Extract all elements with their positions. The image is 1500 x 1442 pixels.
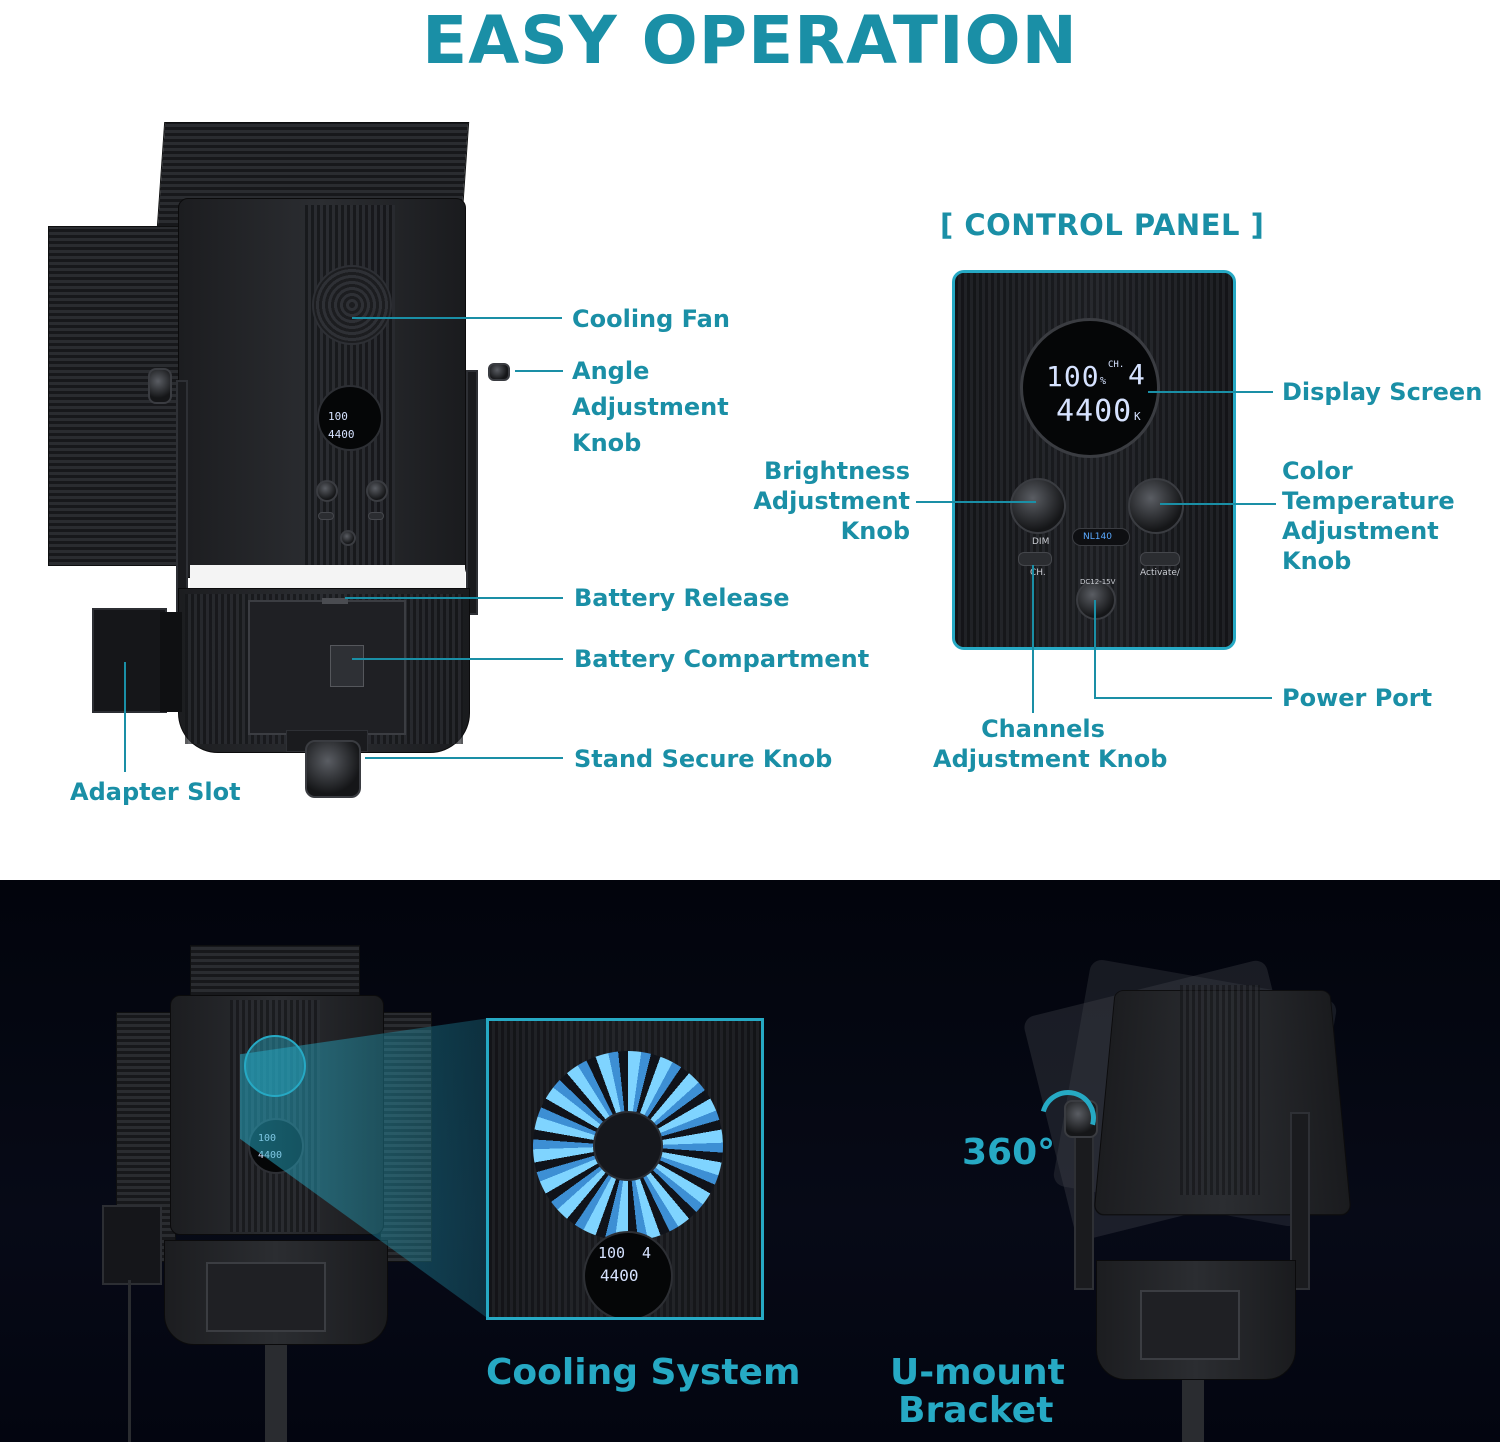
display-ch-label: CH.: [1108, 360, 1125, 370]
model-name: NL140: [1083, 532, 1112, 542]
small-color-temp-knob[interactable]: [366, 480, 388, 502]
color-temp-label-line3: Adjustment: [1282, 517, 1439, 545]
battery-release-leader: [345, 597, 563, 599]
adapter-slot-leader: [124, 662, 126, 772]
ch-button-label: CH.: [1030, 568, 1046, 578]
zoom-display-brightness: 100: [598, 1244, 626, 1262]
power-cable: [128, 1280, 131, 1442]
channels-label-line2: Adjustment Knob: [933, 745, 1168, 773]
page-title: EASY OPERATION: [422, 2, 1078, 79]
bottom-stand-pole: [265, 1345, 287, 1442]
small-brightness-knob[interactable]: [316, 480, 338, 502]
small-activate-button[interactable]: [368, 512, 384, 520]
u-mount-right-arm: [1290, 1112, 1310, 1290]
u-mount-ribs: [1180, 985, 1260, 1195]
display-channel-value: 4: [1128, 358, 1145, 391]
cooling-fan-label: Cooling Fan: [572, 305, 730, 333]
activate-button[interactable]: [1140, 552, 1180, 566]
stand-secure-knob[interactable]: [305, 740, 361, 798]
cooling-fan-grille: [312, 265, 392, 345]
color-temp-label-line2: Temperature: [1282, 487, 1455, 515]
power-port-leader-h: [1094, 697, 1272, 699]
bottom-v-mount: [206, 1262, 326, 1332]
color-temp-leader: [1160, 503, 1276, 505]
right-angle-knob[interactable]: [488, 363, 510, 381]
battery-compartment-label: Battery Compartment: [574, 645, 870, 673]
display-screen-leader: [1148, 391, 1273, 393]
channels-leader: [1032, 565, 1034, 713]
stand-secure-knob-label: Stand Secure Knob: [574, 745, 833, 773]
channels-label-line1: Channels: [981, 715, 1105, 743]
angle-knob-label-line3: Knob: [572, 429, 642, 457]
bracket-right-arm: [466, 370, 478, 615]
small-display-kelvin: 4400: [328, 428, 355, 441]
rotation-label: 360°: [962, 1132, 1056, 1173]
small-display-brightness: 100: [328, 410, 348, 423]
angle-knob-label-line1: Angle: [572, 357, 650, 385]
zoom-display: [583, 1231, 673, 1317]
adapter-slot-label: Adapter Slot: [70, 778, 241, 806]
small-display: [317, 385, 383, 451]
u-mount-label-line1: U-mount: [890, 1352, 1065, 1393]
u-mount-angle-knob[interactable]: [1064, 1100, 1098, 1138]
dim-label: DIM: [1032, 537, 1050, 547]
brightness-leader: [916, 501, 1036, 503]
control-panel-title: [ CONTROL PANEL ]: [940, 208, 1265, 242]
battery-release-latch[interactable]: [322, 598, 348, 604]
brightness-knob[interactable]: [1010, 478, 1066, 534]
display-kelvin-value: 4400: [1056, 394, 1133, 429]
display-k-unit: K: [1134, 410, 1141, 423]
battery-release-label: Battery Release: [574, 584, 790, 612]
v-mount-plate: [248, 600, 406, 735]
power-port-text: DC12-15V: [1080, 578, 1116, 586]
power-port: [1076, 580, 1116, 620]
brightness-label-line3: Knob: [840, 517, 910, 545]
ch-button[interactable]: [1018, 552, 1052, 566]
angle-knob-label-line2: Adjustment: [572, 393, 729, 421]
bottom-adapter: [102, 1205, 162, 1285]
battery-compartment-leader: [352, 658, 563, 660]
color-temp-label-line4: Knob: [1282, 547, 1352, 575]
u-mount-v-plate: [1140, 1290, 1240, 1360]
power-port-label: Power Port: [1282, 684, 1433, 712]
stand-knob-leader: [365, 757, 563, 759]
angle-knob-leader: [515, 370, 563, 372]
brightness-label-line1: Brightness: [763, 457, 910, 485]
cooling-system-label: Cooling System: [486, 1352, 801, 1393]
zoom-display-kelvin: 4400: [600, 1266, 639, 1285]
v-lock: [330, 645, 364, 687]
color-temp-knob[interactable]: [1128, 478, 1184, 534]
display-screen-label: Display Screen: [1282, 378, 1483, 406]
cooling-fan-leader: [352, 317, 562, 319]
cooling-fan-zoom: [486, 1018, 764, 1320]
small-ch-button[interactable]: [318, 512, 334, 520]
brightness-label-line2: Adjustment: [753, 487, 910, 515]
left-angle-knob[interactable]: [148, 368, 172, 404]
display-brightness-value: 100: [1046, 360, 1100, 393]
u-mount-stand: [1182, 1380, 1204, 1442]
bracket-left-arm: [176, 380, 188, 615]
color-temp-label-line1: Color: [1282, 457, 1353, 485]
activate-button-label: Activate/: [1140, 568, 1180, 578]
power-port-leader-v: [1094, 600, 1096, 698]
small-power-port: [340, 530, 356, 546]
adapter-box: [92, 608, 167, 713]
model-badge: [1072, 528, 1130, 546]
zoom-display-channel: 4: [642, 1244, 652, 1262]
fan-hub: [593, 1111, 663, 1181]
display-percent: %: [1100, 376, 1107, 387]
display-screen: [1020, 318, 1160, 458]
u-mount-label-line2: Bracket: [898, 1390, 1054, 1431]
adapter-box-side: [160, 612, 182, 712]
